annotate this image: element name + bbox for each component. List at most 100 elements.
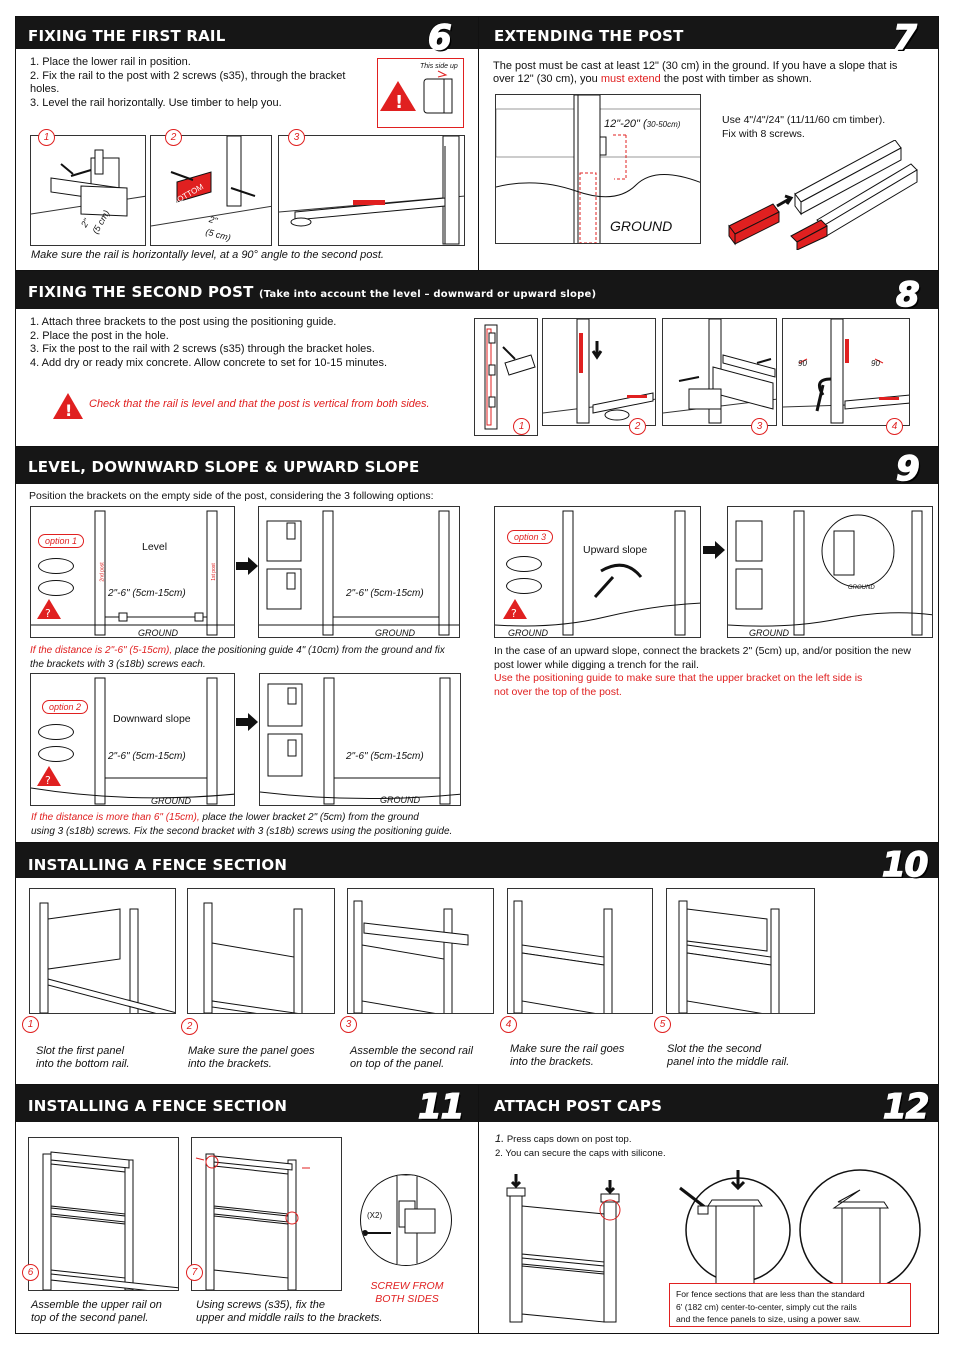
figure-8-2 — [542, 318, 656, 426]
step-number-12: 12 — [882, 1086, 930, 1128]
option-1-ground: GROUND — [138, 628, 178, 638]
figure-8-1-number: 1 — [513, 418, 530, 435]
option-2-oval-b — [38, 746, 74, 762]
option-1-note: If the distance is 2"-6" (5-15cm), place… — [30, 644, 470, 671]
figure-10-2-caption: Make sure the panel goes into the bracke… — [188, 1045, 315, 1070]
this-side-up-label: This side up — [420, 63, 458, 70]
figure-10-4-number: 4 — [500, 1016, 517, 1033]
depth-label: 12"-20" (30-50cm) — [604, 118, 680, 130]
section-8-steps: 1. Attach three brackets to the post usi… — [30, 316, 388, 369]
section-8-title: FIXING THE SECOND POST (Take into accoun… — [28, 283, 596, 301]
section-8-title-note: (Take into account the level – downward … — [258, 289, 597, 300]
section-7-text-b-pre: over 12" (30 cm), you — [493, 73, 601, 85]
depth-label-cm: 30-50cm) — [646, 120, 681, 129]
option-2-ground: GROUND — [151, 796, 191, 806]
option-2-note: If the distance is more than 6" (15cm), … — [31, 811, 521, 838]
arrow-icon-3 — [703, 541, 725, 559]
section-11-header: INSTALLING A FENCE SECTION 11 — [16, 1085, 478, 1128]
upward-slope-warning: Use the positioning guide to make sure t… — [494, 672, 863, 698]
section-11-title: INSTALLING A FENCE SECTION — [28, 1097, 288, 1115]
section-12-step-1: 1. Press caps down on post top. — [495, 1133, 925, 1147]
figure-8-3 — [662, 318, 777, 426]
section-9-title: LEVEL, DOWNWARD SLOPE & UPWARD SLOPE — [28, 458, 420, 476]
section-7-text-a: The post must be cast at least 12" (30 c… — [493, 60, 898, 72]
step-number-6: 6 — [427, 17, 452, 59]
section-12-step-2: 2. You can secure the caps with silicone… — [495, 1148, 666, 1159]
section-7-header: EXTENDING THE POST 7 — [479, 17, 938, 59]
option-1-distance: 2"-6" (5cm-15cm) — [108, 588, 186, 599]
option-1-result-ground: GROUND — [375, 628, 415, 638]
question-warning-icon-1: ? — [37, 599, 61, 620]
option-2-distance: 2"-6" (5cm-15cm) — [108, 751, 186, 762]
section-8-title-main: FIXING THE SECOND POST — [28, 283, 254, 301]
figure-10-3-caption: Assemble the second rail on top of the p… — [350, 1045, 473, 1070]
figure-10-4-caption: Make sure the rail goes into the bracket… — [510, 1043, 625, 1068]
option-1-note-rest: place the positioning guide 4" (10cm) fr… — [172, 645, 445, 656]
this-side-up-box: This side up ! — [377, 58, 464, 128]
option-3-badge: option 3 — [507, 530, 554, 544]
step-number-10: 10 — [881, 844, 929, 886]
section-7-title: EXTENDING THE POST — [494, 27, 684, 45]
figure-10-1-number: 1 — [22, 1016, 39, 1033]
figure-8-4: 90 90 — [782, 318, 910, 426]
figure-8-3-number: 3 — [751, 418, 768, 435]
x2-label: (X2) — [367, 1211, 383, 1220]
section-12-step-1-num: 1. — [495, 1133, 505, 1145]
figure-7-post: 12"-20" (30-50cm) GROUND — [495, 94, 701, 244]
figure-11-7 — [191, 1137, 342, 1291]
warning-icon: ! — [380, 70, 453, 114]
arrow-icon-2 — [236, 713, 258, 731]
figure-11-6 — [28, 1137, 179, 1291]
figure-6-3 — [278, 135, 465, 246]
option-2-figure: Downward slope 2"-6" (5cm-15cm) GROUND — [30, 673, 235, 806]
figure-10-5-number: 5 — [654, 1016, 671, 1033]
option-3-label-upward: Upward slope — [583, 544, 648, 556]
figure-10-2 — [187, 888, 335, 1014]
option-1-label-level: Level — [142, 541, 168, 553]
question-warning-icon-3: ? — [503, 599, 527, 620]
option-2-note-red: If the distance is more than 6" (15cm), — [31, 812, 200, 823]
section-12-header: ATTACH POST CAPS 12 — [479, 1085, 938, 1128]
figure-8-4-number: 4 — [886, 418, 903, 435]
option-1-badge: option 1 — [38, 534, 85, 548]
figure-6-1-number: 1 — [38, 129, 55, 146]
svg-text:!: ! — [65, 401, 72, 420]
figure-10-5-caption: Slot the the second panel into the middl… — [667, 1043, 790, 1068]
figure-10-4 — [507, 888, 653, 1014]
figure-10-3 — [347, 888, 494, 1014]
figure-11-7-caption: Using screws (s35), fix the upper and mi… — [196, 1299, 383, 1324]
ground-label: GROUND — [610, 218, 673, 234]
section-12-frame — [478, 1084, 939, 1334]
figure-11-6-number: 6 — [22, 1264, 39, 1281]
post-cap-illustration — [506, 1169, 921, 1323]
option-1-oval-a — [38, 558, 74, 574]
option-1-result-distance: 2"-6" (5cm-15cm) — [346, 588, 424, 599]
figure-8-1 — [474, 318, 538, 436]
section-6-caption: Make sure the rail is horizontally level… — [31, 249, 384, 261]
option-2-result-figure: 2"-6" (5cm-15cm) GROUND — [259, 673, 461, 806]
section-12-step-1-text: Press caps down on post top. — [504, 1134, 632, 1145]
figure-10-1-caption: Slot the first panel into the bottom rai… — [36, 1045, 130, 1070]
timber-instructions: Use 4"/4"/24" (11/11/60 cm timber). Fix … — [722, 114, 886, 140]
option-3-result-ground-small: GROUND — [848, 585, 875, 591]
step-number-11: 11 — [417, 1086, 465, 1128]
must-extend-highlight: must extend — [600, 73, 661, 85]
section-6-header: FIXING THE FIRST RAIL 6 — [16, 17, 478, 59]
option-1-oval-b — [38, 580, 74, 596]
option-3-oval-a — [506, 556, 542, 572]
option-1-note-red: If the distance is 2"-6" (5-15cm), — [30, 645, 173, 656]
section-9-header: LEVEL, DOWNWARD SLOPE & UPWARD SLOPE 9 — [16, 447, 938, 490]
option-3-ground: GROUND — [508, 628, 548, 638]
option-1-2nd-post: 2nd post — [99, 562, 106, 582]
option-2-result-distance: 2"-6" (5cm-15cm) — [346, 751, 424, 762]
option-3-result-figure: GROUND GROUND — [727, 506, 933, 638]
section-6-steps: 1. Place the lower rail in position. 2. … — [30, 56, 346, 109]
option-3-result-ground: GROUND — [749, 628, 789, 638]
section-10-header: INSTALLING A FENCE SECTION 10 — [16, 843, 938, 886]
option-2-oval-a — [38, 724, 74, 740]
section-12-title: ATTACH POST CAPS — [494, 1097, 663, 1115]
step-number-7: 7 — [892, 17, 917, 59]
arrow-icon-1 — [236, 557, 258, 575]
figure-10-2-number: 2 — [181, 1018, 198, 1035]
section-6-title: FIXING THE FIRST RAIL — [28, 27, 226, 45]
